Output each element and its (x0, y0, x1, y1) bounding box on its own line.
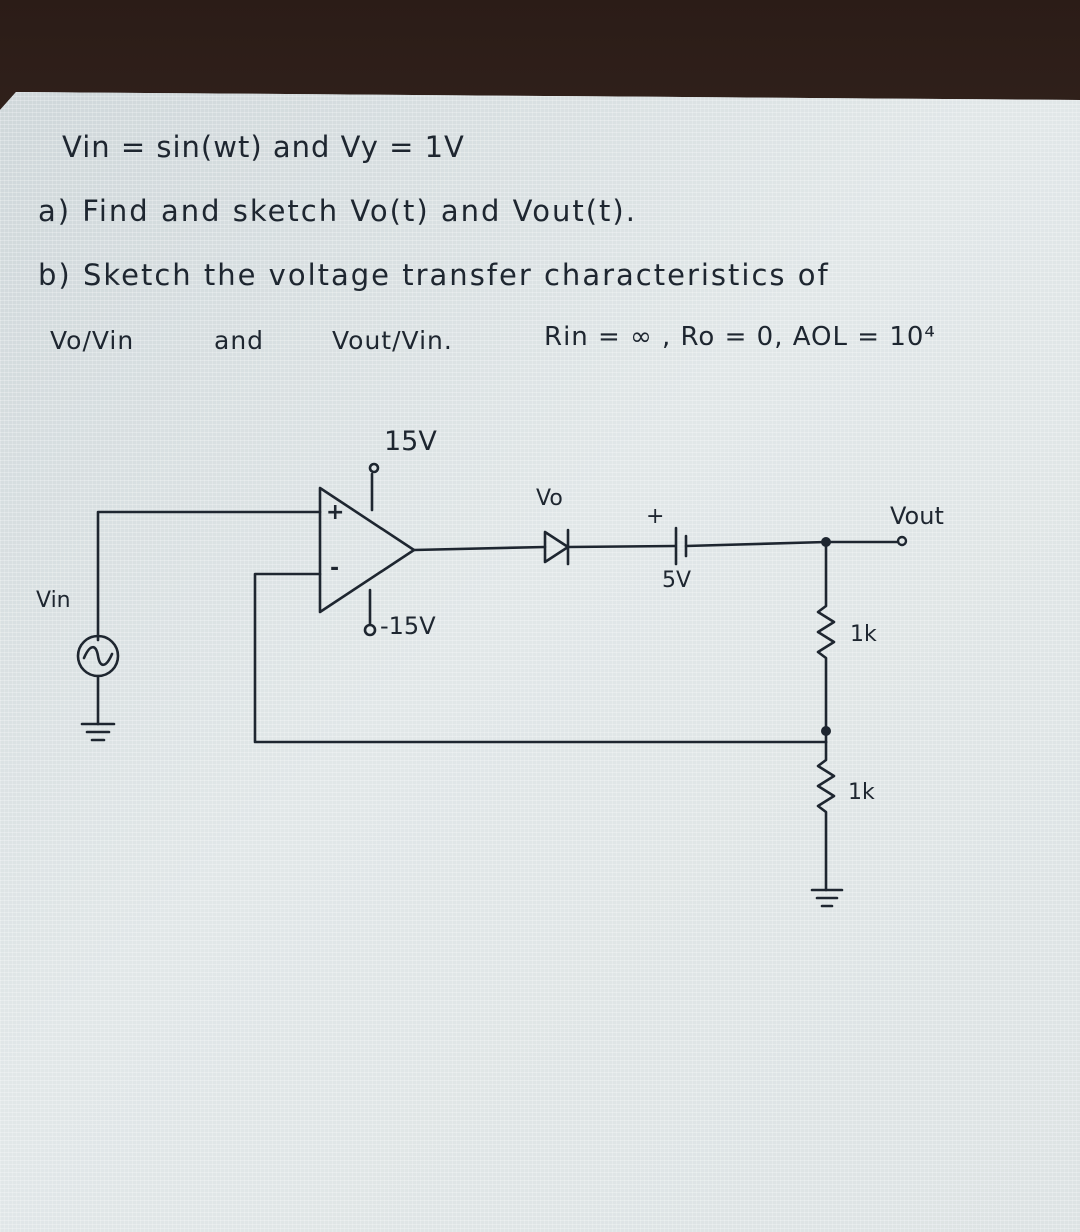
battery-to-vout-wire (684, 540, 900, 548)
diode-to-battery-wire (566, 544, 677, 549)
problem-line-1: Vin = sin(wt) and Vy = 1V (62, 130, 465, 164)
opamp-output-wire (412, 545, 547, 552)
noninverting-input-sign: + (326, 500, 345, 525)
resistor-1-icon (816, 540, 836, 744)
battery-icon (674, 526, 688, 566)
problem-line-3: b) Sketch the voltage transfer character… (38, 258, 830, 292)
source-label: Vin (36, 588, 71, 613)
positive-supply-label: 15V (384, 426, 437, 457)
negative-supply-terminal (363, 623, 377, 637)
vout-label: Vout (890, 502, 944, 530)
op-amp-triangle (318, 486, 416, 614)
positive-supply-terminal (368, 462, 380, 474)
feedback-wire (253, 572, 828, 744)
noninverting-input-wire (96, 510, 322, 642)
resistor-2-label: 1k (848, 780, 875, 805)
resistor-1-label: 1k (850, 622, 877, 647)
inverting-input-sign: - (330, 556, 340, 581)
vout-terminal (896, 535, 908, 547)
ground-icon-right (810, 888, 844, 908)
paper-sheet (0, 92, 1080, 1232)
resistor-2-icon (816, 740, 836, 892)
diode-icon (543, 528, 570, 566)
problem-line-4-and: and (214, 326, 265, 355)
ground-icon-left (80, 722, 116, 742)
vo-label: Vo (536, 486, 563, 511)
problem-line-4-params: Rin = ∞ , Ro = 0, AOL = 10⁴ (544, 322, 936, 352)
ac-sine-icon (82, 645, 114, 667)
problem-line-2: a) Find and sketch Vo(t) and Vout(t). (38, 194, 637, 228)
battery-voltage-label: 5V (662, 568, 692, 593)
problem-line-4-vo-vin: Vo/Vin (50, 326, 135, 355)
problem-line-4-vout-vin: Vout/Vin. (332, 326, 453, 355)
negative-supply-label: -15V (380, 612, 436, 640)
battery-plus-label: + (646, 504, 665, 529)
feedback-node (821, 726, 831, 736)
